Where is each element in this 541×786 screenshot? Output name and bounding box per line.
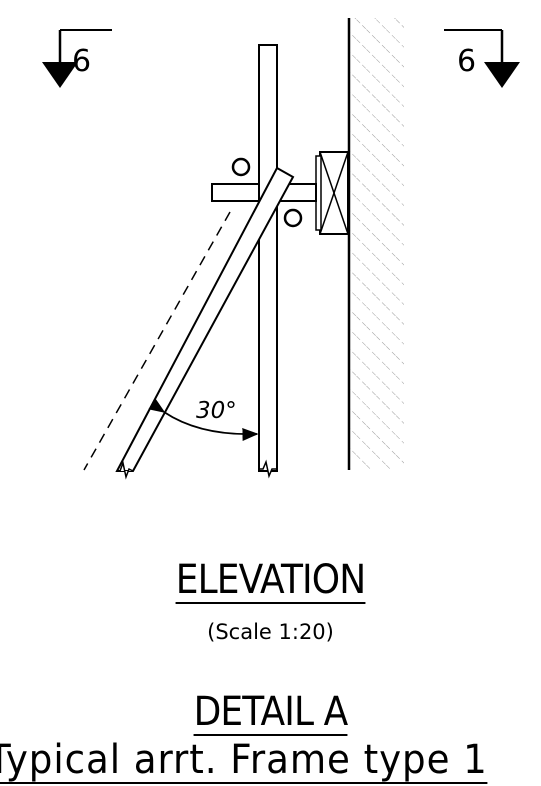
angle-dimension: 30° [148, 398, 259, 441]
elevation-title-text: ELEVATION [175, 557, 366, 604]
elevation-scale: (Scale 1:20) [207, 620, 334, 644]
vertical-standard [258, 44, 278, 479]
section-marker-left-label: 6 [72, 44, 91, 79]
coupler-upper [231, 157, 251, 177]
section-marker-right: 6 [444, 29, 520, 88]
elevation-drawing: 6 6 30° [42, 18, 520, 480]
elevation-title: ELEVATION [27, 558, 514, 604]
detail-title: DETAIL A [27, 690, 514, 736]
detail-subtitle-text: Typical arrt. Frame type 1 [0, 738, 488, 784]
section-marker-left: 6 [42, 29, 112, 88]
section-marker-right-label: 6 [457, 44, 476, 79]
raker-centerline [83, 211, 231, 471]
wall [347, 18, 404, 470]
wall-anchor-plate [315, 151, 349, 235]
detail-subtitle: Typical arrt. Frame type 1 [0, 738, 488, 784]
detail-title-text: DETAIL A [193, 689, 348, 736]
coupler-lower [283, 208, 303, 228]
arrow-down-icon [484, 62, 520, 88]
arrow-down-icon [42, 62, 78, 88]
raker-tube [115, 166, 295, 480]
angle-label: 30° [196, 398, 237, 424]
